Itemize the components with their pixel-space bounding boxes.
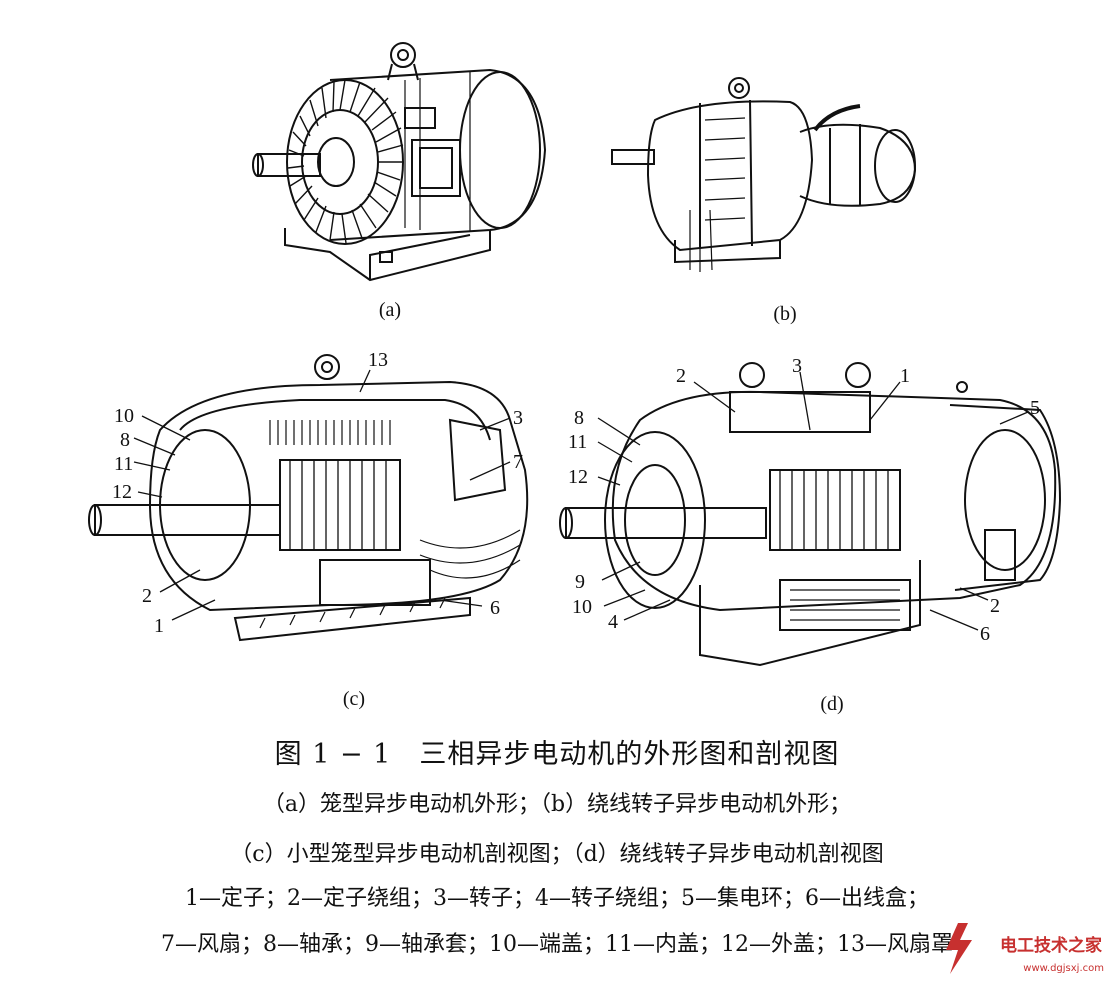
callout-d-1: 1 [900, 365, 910, 387]
motor-d-drawing [559, 362, 1062, 667]
callout-c-8: 8 [120, 429, 130, 451]
motor-b-drawing [611, 77, 917, 272]
callout-d-2-bottom: 2 [990, 595, 1000, 617]
callout-d-12: 12 [568, 466, 588, 488]
figure-number: 图 1 − 1 [274, 739, 392, 770]
callout-d-8: 8 [574, 407, 584, 429]
callout-d-5: 5 [1030, 397, 1040, 419]
callout-c-6: 6 [490, 597, 500, 619]
callout-c-12: 12 [112, 481, 132, 503]
callout-c-1: 1 [154, 615, 164, 637]
subfigure-label-c: (c) [342, 688, 366, 710]
callout-c-10: 10 [114, 405, 134, 427]
figure-title: 图 1 − 1 三相异步电动机的外形图和剖视图 [0, 732, 1114, 771]
motor-a-drawing [252, 42, 547, 282]
caption-line-4: 7—风扇；8—轴承；9—轴承套；10—端盖；11—内盖；12—外盖；13—风扇罩 [161, 932, 953, 957]
callout-d-4: 4 [608, 611, 618, 633]
callout-d-11: 11 [568, 431, 588, 453]
callout-d-3: 3 [792, 355, 802, 377]
watermark-text: 电工技术之家 [1000, 936, 1102, 956]
subfigure-label-b: (b) [773, 303, 797, 325]
callout-d-9: 9 [575, 571, 585, 593]
subfigure-label-d: (d) [820, 693, 844, 715]
callout-c-13: 13 [368, 349, 388, 371]
callout-c-3: 3 [513, 407, 523, 429]
callout-c-7: 7 [513, 451, 523, 473]
watermark-logo [938, 918, 1108, 978]
callout-c-2: 2 [142, 585, 152, 607]
subfigure-label-a: (a) [378, 299, 402, 321]
motor-c-drawing [88, 354, 529, 642]
lightning-icon [946, 923, 972, 974]
callout-c-11: 11 [114, 453, 134, 475]
caption-line-1: （a）笼型异步电动机外形；（b）绕线转子异步电动机外形； [262, 792, 852, 817]
caption-line-3: 1—定子；2—定子绕组；3—转子；4—转子绕组；5—集电环；6—出线盒； [185, 886, 929, 911]
callout-d-6: 6 [980, 623, 990, 645]
callout-d-2-top: 2 [676, 365, 686, 387]
figure-title-text: 三相异步电动机的外形图和剖视图 [419, 739, 840, 770]
caption-line-2: （c）小型笼型异步电动机剖视图；（d）绕线转子异步电动机剖视图 [230, 842, 884, 867]
watermark-url: www.dgjsxj.com [1023, 963, 1104, 974]
callout-d-10: 10 [572, 596, 592, 618]
